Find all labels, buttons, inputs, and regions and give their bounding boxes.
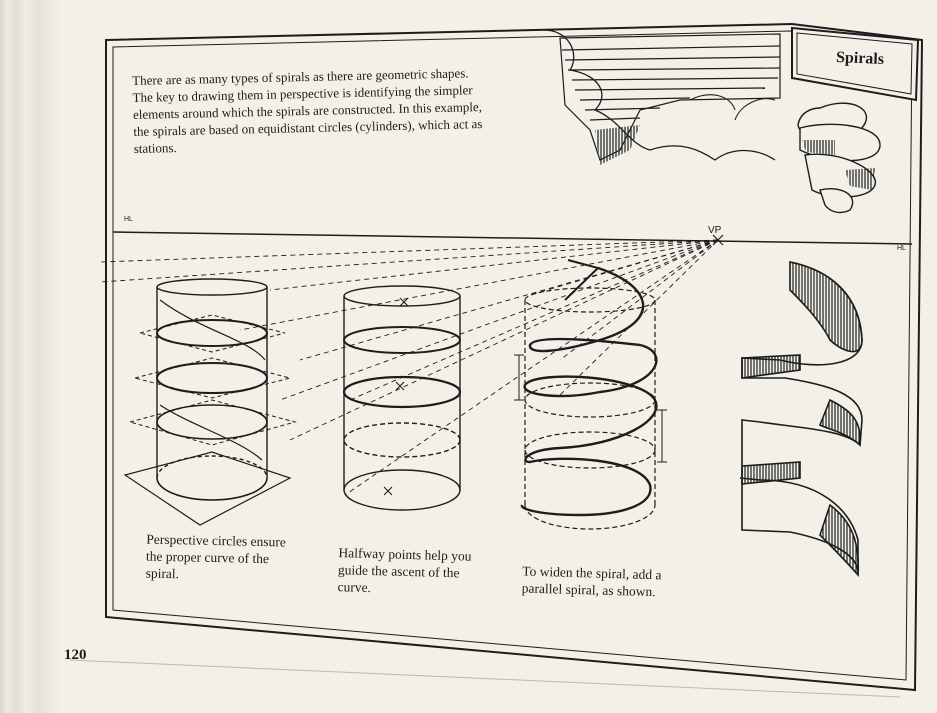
perspective-lines xyxy=(99,239,719,496)
section-title: Spirals xyxy=(835,48,885,69)
inner-frame xyxy=(112,30,913,681)
vanishing-point-label: VP xyxy=(708,225,722,236)
caption-halfway-points: Halfway points help you guide the ascent… xyxy=(337,545,472,596)
cylinder-perspective-circles xyxy=(123,278,297,526)
cylinder-widened-spiral xyxy=(514,259,667,530)
page-stack-edge xyxy=(0,0,62,713)
ribbon-spiral xyxy=(739,261,863,578)
caption-parallel-spiral: To widen the spiral, add a parallel spir… xyxy=(521,563,662,600)
outer-frame xyxy=(105,22,924,692)
caption-perspective-circles: Perspective circles ensure the proper cu… xyxy=(145,531,286,582)
horizon-label-right: HL xyxy=(897,245,906,252)
vp-marker xyxy=(712,234,724,246)
intro-paragraph: There are as many types of spirals as th… xyxy=(132,65,483,156)
small-spiral xyxy=(797,102,881,214)
page-number: 120 xyxy=(64,647,87,663)
title-box xyxy=(791,26,920,102)
cylinder-halfway-points xyxy=(342,285,462,511)
horizon-label-left: HL xyxy=(124,216,133,223)
panel-divider xyxy=(112,231,913,245)
cloud-scene xyxy=(539,29,781,165)
